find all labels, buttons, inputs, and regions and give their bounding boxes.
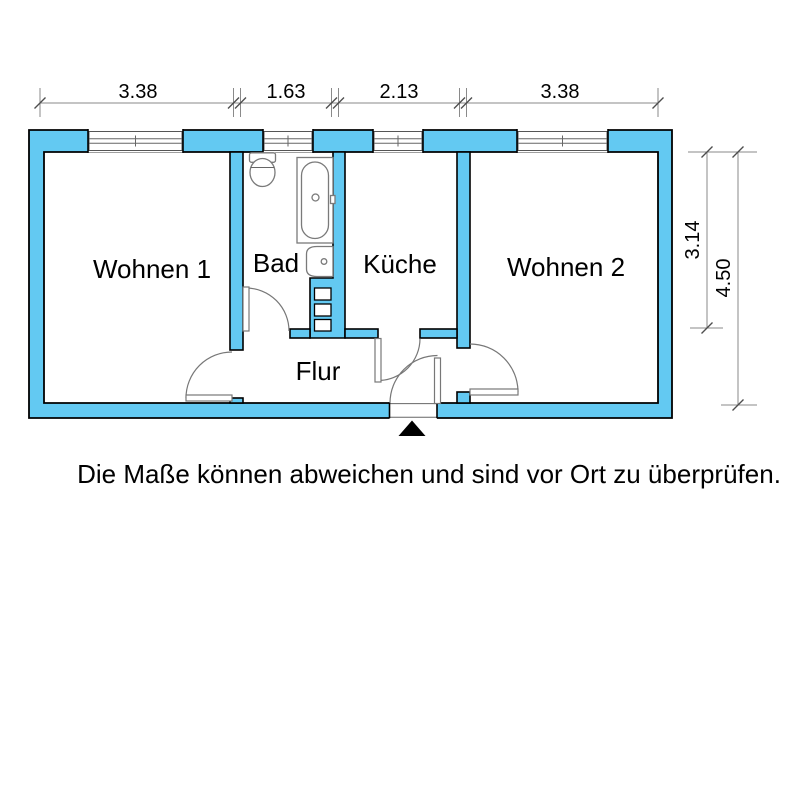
wall-flur-north-a bbox=[289, 328, 311, 339]
shaft-icon bbox=[313, 287, 332, 332]
shaft-box bbox=[313, 303, 332, 317]
window-kueche bbox=[372, 128, 424, 153]
measurement-disclaimer: Die Maße können abweichen und sind vor O… bbox=[77, 459, 781, 489]
dimension-chain-top: 3.38 1.63 2.13 3.38 bbox=[34, 81, 664, 117]
window-wohnen2 bbox=[516, 128, 609, 153]
doors bbox=[185, 286, 519, 405]
room-label-bad: Bad bbox=[253, 248, 299, 278]
door-kueche bbox=[374, 337, 421, 383]
entrance-opening bbox=[388, 401, 438, 420]
wall-wohnen1-bad bbox=[229, 151, 244, 351]
dimension-chain-right: 3.14 4.50 bbox=[682, 146, 757, 411]
door-wohnen1 bbox=[185, 351, 233, 402]
dim-label-right-1: 3.14 bbox=[682, 221, 704, 260]
shaft-box bbox=[313, 287, 332, 301]
room-label-wohnen2: Wohnen 2 bbox=[507, 252, 625, 282]
door-entrance bbox=[389, 354, 442, 405]
wall-flur-north-b bbox=[344, 328, 379, 339]
shaft-box bbox=[313, 318, 332, 332]
wall-kueche-wohnen2 bbox=[456, 151, 471, 349]
door-wohnen2 bbox=[469, 343, 519, 396]
dim-label-top-3: 2.13 bbox=[380, 81, 419, 103]
bathtub-icon bbox=[296, 156, 336, 244]
door-bad bbox=[242, 286, 290, 332]
wall-flur-north-c bbox=[419, 328, 458, 339]
windows bbox=[87, 128, 609, 153]
wall-wohnen2-stub bbox=[456, 391, 471, 404]
dim-label-top-1: 3.38 bbox=[119, 81, 158, 103]
interior-walls bbox=[229, 151, 471, 404]
room-label-wohnen1: Wohnen 1 bbox=[93, 254, 211, 284]
bath-fixtures bbox=[248, 152, 336, 278]
outer-wall bbox=[28, 129, 673, 419]
entrance-arrow-icon bbox=[398, 420, 426, 436]
dim-label-top-2: 1.63 bbox=[267, 81, 306, 103]
room-label-flur: Flur bbox=[296, 356, 341, 386]
toilet-icon bbox=[248, 152, 277, 188]
dim-label-top-4: 3.38 bbox=[541, 81, 580, 103]
washbasin-icon bbox=[305, 245, 334, 278]
dim-label-right-2: 4.50 bbox=[713, 259, 735, 298]
window-wohnen1 bbox=[87, 128, 184, 153]
window-bad bbox=[262, 128, 314, 153]
room-label-kueche: Küche bbox=[363, 249, 437, 279]
room-labels: Wohnen 1 Bad Küche Wohnen 2 Flur bbox=[93, 248, 625, 386]
